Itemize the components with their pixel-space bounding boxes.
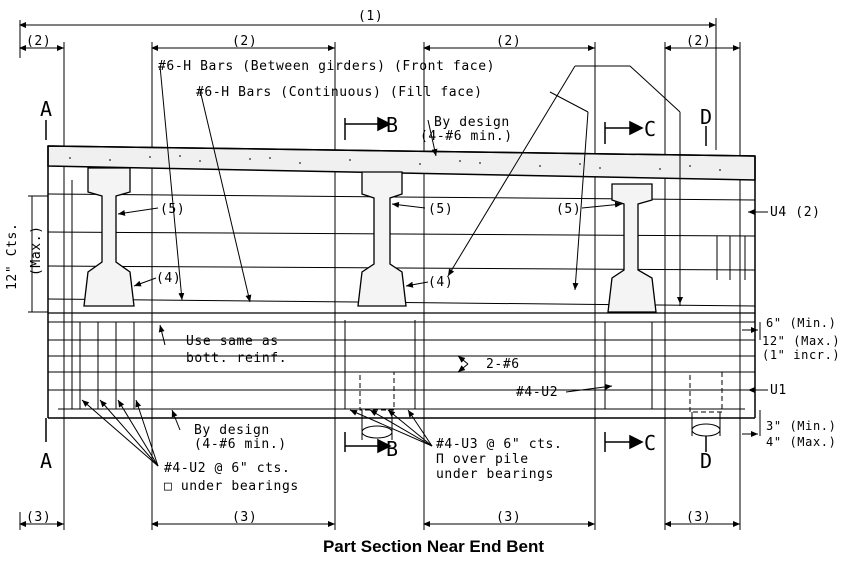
dim-3-left: (3) <box>26 510 51 525</box>
u3-label-3: under bearings <box>436 467 554 482</box>
dim-2-d: (2) <box>686 34 711 49</box>
section-d-top: D <box>700 105 712 129</box>
leader-lines <box>28 65 768 467</box>
girder-b <box>357 171 407 307</box>
callout-4b: (4) <box>428 275 453 290</box>
by-design-bot-2: (4-#6 min.) <box>194 437 287 452</box>
use-same-1: Use same as <box>186 334 279 349</box>
spacing-label-1: 12" Cts. <box>5 223 20 290</box>
min-3-label: 3" (Min.) <box>766 419 836 433</box>
dim-1: (1) <box>358 9 383 24</box>
dim-2-left: (2) <box>26 34 51 49</box>
max-4-label: 4" (Max.) <box>766 435 836 449</box>
spacing-label-2: (Max.) <box>29 225 44 276</box>
callout-5b: (5) <box>428 202 453 217</box>
use-same-2: bott. reinf. <box>186 351 287 366</box>
by-design-bot-1: By design <box>194 423 270 438</box>
bent-cap <box>47 146 756 419</box>
callout-5a: (5) <box>160 202 185 217</box>
two-6-label: 2-#6 <box>486 357 520 372</box>
dim-2-b: (2) <box>232 34 257 49</box>
dim-2-c: (2) <box>496 34 521 49</box>
max-12-label: 12" (Max.) <box>762 334 840 348</box>
dim-3-b: (3) <box>232 510 257 525</box>
section-b-bottom: B <box>386 437 398 461</box>
u2-left-label-1: #4-U2 @ 6" cts. <box>164 461 290 476</box>
section-a-top: A <box>40 97 52 121</box>
section-cut-marks <box>45 116 707 454</box>
top-dimensions <box>19 22 740 51</box>
min-6-label: 6" (Min.) <box>766 316 836 330</box>
u2-left-label-2: □ under bearings <box>164 479 299 494</box>
dim-3-c: (3) <box>496 510 521 525</box>
u4-label: U4 (2) <box>770 205 821 220</box>
callout-4a: (4) <box>156 271 181 286</box>
section-c-top: C <box>644 117 656 141</box>
section-b-top: B <box>386 113 398 137</box>
callout-5c: (5) <box>556 202 581 217</box>
h-bars-fill-label: #6-H Bars (Continuous) (Fill face) <box>196 85 483 100</box>
piles <box>359 371 723 440</box>
by-design-top-1: By design <box>434 115 510 130</box>
u1-label: U1 <box>770 383 787 398</box>
section-c-bottom: C <box>644 431 656 455</box>
diagram-caption: Part Section Near End Bent <box>322 537 545 556</box>
by-design-top-2: (4-#6 min.) <box>420 129 513 144</box>
girder-a <box>83 167 135 307</box>
u2-mid-label: #4-U2 <box>516 385 558 400</box>
incr-1-label: (1" incr.) <box>762 348 840 362</box>
u3-label-1: #4-U3 @ 6" cts. <box>436 437 562 452</box>
labels: (1) (2) (2) (2) (2) (3) (3) (3) (3) A A … <box>5 9 840 525</box>
section-d-bottom: D <box>700 449 712 473</box>
section-a-bottom: A <box>40 449 52 473</box>
h-bars-front-label: #6-H Bars (Between girders) (Front face) <box>158 59 495 74</box>
dim-3-d: (3) <box>686 510 711 525</box>
girder-c <box>607 183 657 313</box>
u3-label-2: Π over pile <box>436 452 529 467</box>
